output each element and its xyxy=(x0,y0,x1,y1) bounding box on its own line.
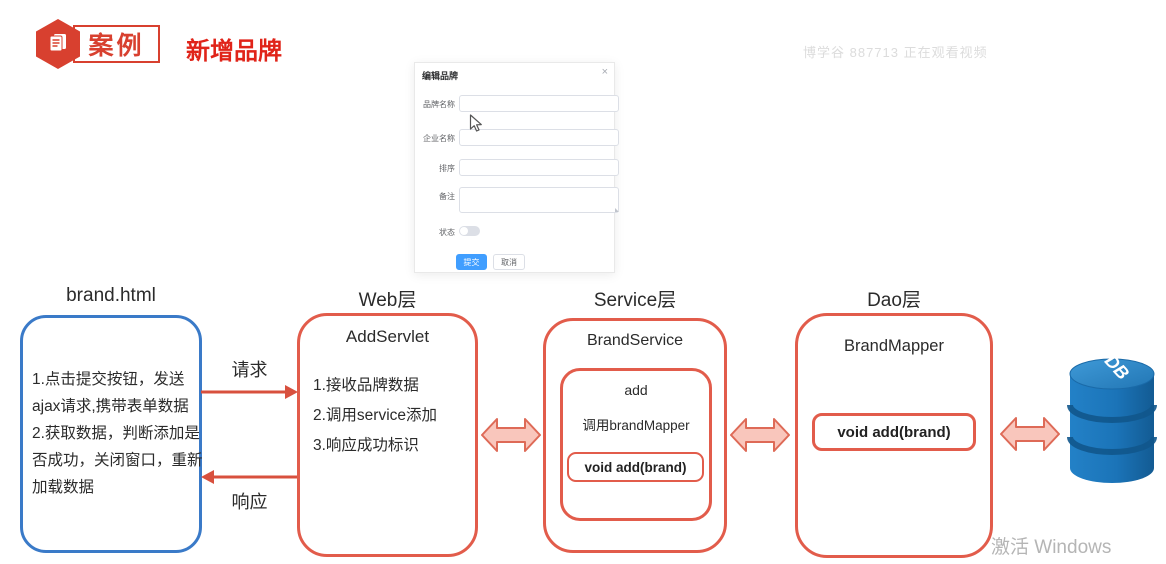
activate-windows-watermark: 激活 Windows xyxy=(991,537,1112,558)
ordered-label: 排序 xyxy=(439,164,455,173)
document-icon xyxy=(46,30,70,59)
service-method-signature-box: void add(brand) xyxy=(567,452,704,482)
dao-db-double-arrow-icon xyxy=(1000,417,1060,451)
brand-name-label: 品牌名称 xyxy=(423,100,455,109)
textarea-resize-handle[interactable] xyxy=(615,208,619,212)
service-dao-double-arrow-icon xyxy=(730,418,790,452)
edit-brand-dialog: 编辑品牌 × 品牌名称 企业名称 排序 备注 状态 提交 取消 xyxy=(414,62,619,273)
mouse-cursor-icon xyxy=(469,114,483,138)
brandservice-add-method-box: add 调用brandMapper void add(brand) xyxy=(560,368,712,521)
description-textarea[interactable] xyxy=(459,187,619,213)
page-title: 新增品牌 xyxy=(186,38,282,65)
brandservice-class-name: BrandService xyxy=(586,332,684,349)
addservlet-class-name: AddServlet xyxy=(345,327,430,346)
close-icon[interactable]: × xyxy=(601,66,608,78)
cancel-button[interactable]: 取消 xyxy=(493,254,525,270)
company-name-label: 企业名称 xyxy=(423,134,455,143)
column-title-brand-html: brand.html xyxy=(66,285,156,306)
web-layer-box: AddServlet 1.接收品牌数据 2.调用service添加 3.响应成功… xyxy=(297,313,478,557)
status-label: 状态 xyxy=(439,228,455,237)
ordered-input[interactable] xyxy=(459,159,619,176)
submit-button[interactable]: 提交 xyxy=(456,254,487,270)
request-arrow-icon xyxy=(201,385,298,399)
dialog-title: 编辑品牌 xyxy=(422,71,459,81)
response-label: 响应 xyxy=(231,492,268,512)
company-name-input[interactable] xyxy=(459,129,619,146)
toggle-knob xyxy=(460,227,468,235)
method-name: add xyxy=(624,382,648,398)
column-title-dao-layer: Dao层 xyxy=(867,290,921,311)
column-title-web-layer: Web层 xyxy=(358,290,417,311)
viewer-watermark: 博学谷 887713 正在观看视频 xyxy=(803,45,988,60)
method-call-line: 调用brandMapper xyxy=(582,418,690,433)
response-arrow-icon xyxy=(201,470,298,484)
service-layer-box: BrandService add 调用brandMapper void add(… xyxy=(543,318,727,553)
description-label: 备注 xyxy=(439,192,455,201)
web-service-double-arrow-icon xyxy=(481,418,541,452)
status-toggle[interactable] xyxy=(459,226,480,236)
case-badge-label: 案例 xyxy=(88,32,145,60)
brand-name-input[interactable] xyxy=(459,95,619,112)
dao-layer-box: BrandMapper void add(brand) xyxy=(795,313,993,558)
case-badge: 案例 xyxy=(73,25,160,63)
brand-html-box: 1.点击提交按钮，发送 ajax请求,携带表单数据 2.获取数据，判断添加是 否… xyxy=(20,315,203,553)
request-label: 请求 xyxy=(231,360,268,380)
column-title-service-layer: Service层 xyxy=(593,290,677,311)
addservlet-steps: 1.接收品牌数据 2.调用service添加 3.响应成功标识 xyxy=(313,377,438,454)
brandmapper-class-name: BrandMapper xyxy=(844,337,944,355)
brand-html-description: 1.点击提交按钮，发送 ajax请求,携带表单数据 2.获取数据，判断添加是 否… xyxy=(32,371,203,496)
dao-method-signature-box: void add(brand) xyxy=(812,413,976,451)
database-cylinder-icon: DB xyxy=(1060,350,1164,500)
